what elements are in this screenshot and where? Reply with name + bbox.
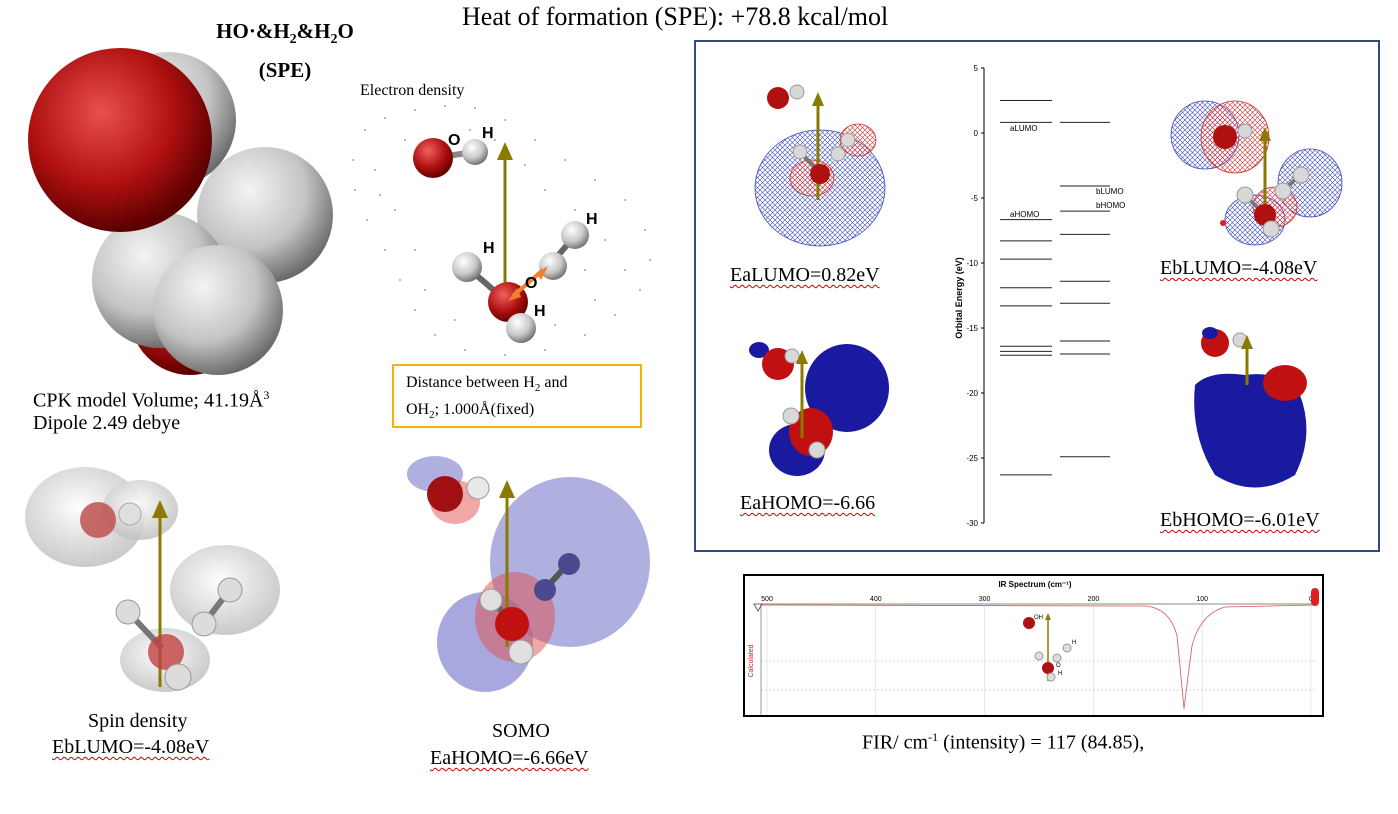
- ir-spectrum-line: [760, 604, 1316, 710]
- somo-image: [407, 456, 650, 692]
- ir-title: IR Spectrum (cm⁻¹): [998, 580, 1071, 589]
- ir-scroll-handle[interactable]: [1311, 588, 1319, 606]
- cpk-volume: CPK model Volume; 41.19Å3: [33, 388, 270, 412]
- spin-density-value: EbLUMO=-4.08eV: [52, 736, 210, 758]
- heat-of-formation: Heat of formation (SPE): +78.8 kcal/mol: [462, 2, 889, 31]
- svg-text:OH: OH: [1034, 615, 1043, 621]
- svg-text:H: H: [482, 125, 494, 142]
- ir-cursor-marker[interactable]: [753, 603, 763, 612]
- ir-tick-label: 500: [761, 596, 773, 603]
- svg-text:H: H: [586, 211, 598, 228]
- ir-mini-molecule: OH H O H: [1023, 613, 1076, 682]
- energy-tick-label: 5: [974, 64, 979, 73]
- svg-text:H: H: [534, 303, 546, 320]
- distance-note: Distance between H2 and OH2; 1.000Å(fixe…: [392, 364, 642, 428]
- ir-y-label: Calculated: [748, 644, 755, 677]
- energy-tick-label: 0: [974, 129, 979, 138]
- svg-text:H: H: [1072, 640, 1076, 646]
- energy-tick-label: -5: [971, 194, 979, 203]
- eb-lumo-label: EbLUMO=-4.08eV: [1160, 257, 1318, 279]
- ahomo-label: aHOMO: [1010, 210, 1039, 219]
- somo-label: SOMO: [492, 720, 550, 742]
- ir-tick-label: 100: [1196, 596, 1208, 603]
- svg-text:H: H: [483, 240, 495, 257]
- ea-homo-image: [749, 342, 889, 476]
- svg-text:O: O: [525, 275, 537, 292]
- cpk-model-image: [28, 48, 333, 375]
- ea-lumo-label: EaLUMO=0.82eV: [730, 264, 880, 286]
- svg-text:O: O: [1056, 663, 1061, 669]
- svg-text:O: O: [448, 132, 460, 149]
- ir-spectrum-panel: [743, 574, 1324, 717]
- cpk-dipole: Dipole 2.49 debye: [33, 412, 181, 434]
- ir-tick-label: 300: [979, 596, 991, 603]
- energy-tick-label: -20: [966, 389, 978, 398]
- svg-text:H: H: [1058, 671, 1062, 677]
- alumo-label: aLUMO: [1010, 124, 1038, 133]
- energy-axis-label: Orbital Energy (eV): [954, 257, 964, 339]
- orbital-energy-diagram: 50-5-10-15-20-25-30 Orbital Energy (eV) …: [954, 64, 1125, 528]
- fir-label: FIR/ cm-1 (intensity) = 117 (84.85),: [862, 730, 1145, 754]
- spin-density-label: Spin density: [88, 710, 188, 732]
- energy-tick-label: -15: [966, 324, 978, 333]
- electron-density-image: O H H H O H: [352, 105, 651, 356]
- eb-lumo-image: [1170, 100, 1343, 246]
- somo-value: EaHOMO=-6.66eV: [430, 747, 589, 769]
- ea-lumo-image: [754, 84, 886, 247]
- ir-tick-label: 200: [1088, 596, 1100, 603]
- blumo-label: bLUMO: [1096, 187, 1124, 196]
- molecule-title: HO·&H2&H2O (SPE): [216, 19, 354, 83]
- eb-homo-label: EbHOMO=-6.01eV: [1160, 509, 1320, 531]
- ir-spectrum-chart: IR Spectrum (cm⁻¹) 5004003002001000 Calc…: [748, 580, 1319, 715]
- electron-density-label: Electron density: [360, 82, 465, 99]
- spin-density-image: [25, 467, 280, 692]
- eb-homo-image: [1194, 327, 1307, 488]
- bhomo-label: bHOMO: [1096, 201, 1125, 210]
- energy-tick-label: -25: [966, 454, 978, 463]
- ir-tick-label: 400: [870, 596, 882, 603]
- orbital-panel: [694, 40, 1380, 552]
- ea-homo-label: EaHOMO=-6.66: [740, 492, 876, 514]
- energy-tick-label: -10: [966, 259, 978, 268]
- energy-tick-label: -30: [966, 519, 978, 528]
